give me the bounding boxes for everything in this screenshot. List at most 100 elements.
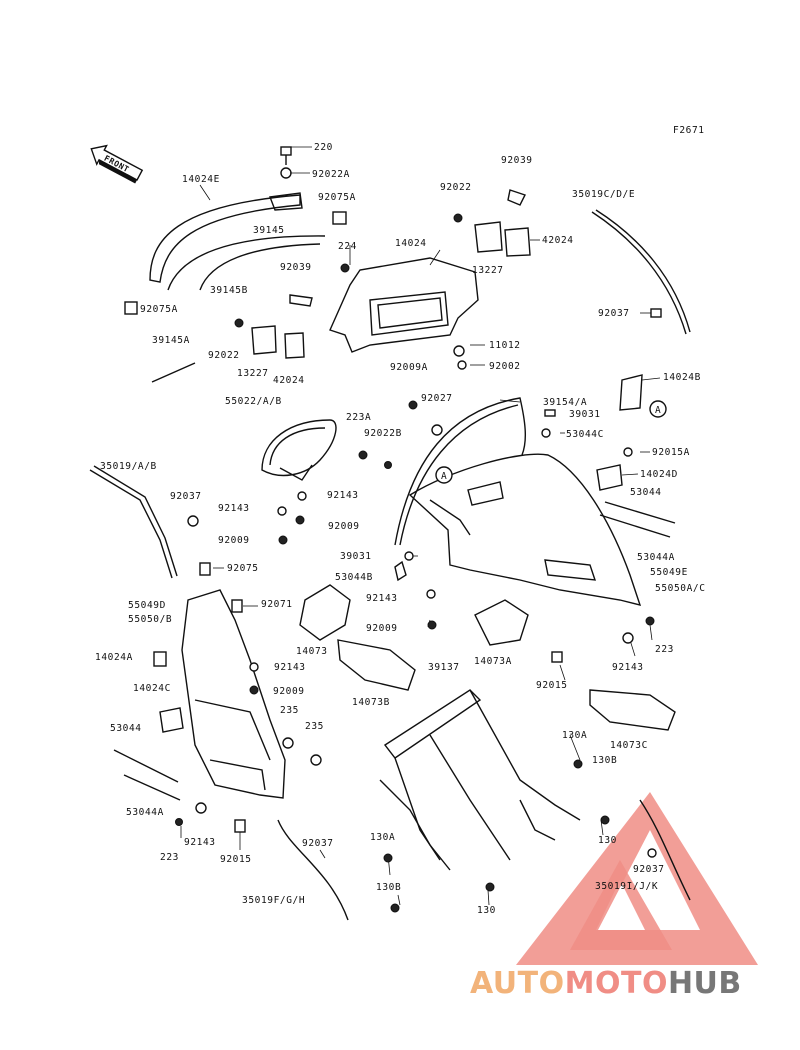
label-92143-6: 92143 bbox=[184, 837, 216, 848]
label-14024: 14024 bbox=[395, 238, 427, 249]
label-53044C: 53044C bbox=[566, 429, 604, 440]
label-92022-2: 92022 bbox=[208, 350, 240, 361]
part-92075A-clip bbox=[124, 301, 138, 315]
watermark-logo: AUTOMOTOHUB bbox=[470, 792, 758, 1001]
part-39145B bbox=[199, 243, 321, 291]
part-35019AB bbox=[89, 469, 173, 579]
mirror-55022 bbox=[261, 419, 337, 481]
front-arrow: FRONT bbox=[90, 144, 144, 184]
label-53044: 53044 bbox=[630, 487, 662, 498]
part-35019IJK bbox=[639, 799, 691, 901]
label-35019IJK: 35019I/J/K bbox=[595, 881, 658, 892]
clip-group-upper bbox=[453, 189, 531, 257]
label-92037-2: 92037 bbox=[170, 491, 202, 502]
label-130B-2: 130B bbox=[376, 882, 401, 893]
label-14073B: 14073B bbox=[352, 697, 390, 708]
bolt-220 bbox=[280, 146, 292, 179]
label-130-2: 130 bbox=[477, 905, 496, 916]
label-39031-2: 39031 bbox=[340, 551, 372, 562]
label-14073A: 14073A bbox=[474, 656, 512, 667]
label-130A: 130A bbox=[562, 730, 587, 741]
label-55050AC: 55050A/C bbox=[655, 583, 706, 594]
label-92143: 92143 bbox=[327, 490, 359, 501]
part-53044 bbox=[113, 749, 179, 783]
label-220: 220 bbox=[314, 142, 333, 153]
label-39154A: 39154/A bbox=[543, 397, 587, 408]
callout-a-1-label: A bbox=[655, 405, 661, 416]
label-11012: 11012 bbox=[489, 340, 521, 351]
lower-left-cowl bbox=[181, 589, 286, 799]
label-55049E: 55049E bbox=[650, 567, 688, 578]
label-92071: 92071 bbox=[261, 599, 293, 610]
callout-a-2-label: A bbox=[441, 471, 447, 482]
duct-14073B bbox=[337, 639, 416, 691]
label-235: 235 bbox=[280, 705, 299, 716]
watermark-triangle bbox=[516, 792, 758, 965]
part-14024C bbox=[159, 707, 184, 733]
label-223: 223 bbox=[655, 644, 674, 655]
label-35019CDE: 35019C/D/E bbox=[572, 189, 635, 200]
label-14024C: 14024C bbox=[133, 683, 171, 694]
label-92037: 92037 bbox=[598, 308, 630, 319]
label-92075: 92075 bbox=[227, 563, 259, 574]
label-92015A: 92015A bbox=[652, 447, 690, 458]
label-130B: 130B bbox=[592, 755, 617, 766]
label-92022B: 92022B bbox=[364, 428, 402, 439]
label-55050B: 55050/B bbox=[128, 614, 172, 625]
label-53044A-2: 53044A bbox=[126, 807, 164, 818]
part-14024A bbox=[153, 651, 167, 667]
part-92071 bbox=[231, 599, 243, 613]
label-14073: 14073 bbox=[296, 646, 328, 657]
part-14024-panel bbox=[329, 257, 479, 353]
label-14024A: 14024A bbox=[95, 652, 133, 663]
watermark-part1: AUTO bbox=[470, 966, 565, 1001]
label-92039-2: 92039 bbox=[280, 262, 312, 273]
part-92075 bbox=[199, 562, 211, 576]
part-53044A bbox=[123, 774, 181, 801]
label-55049D: 55049D bbox=[128, 600, 166, 611]
label-92027: 92027 bbox=[421, 393, 453, 404]
label-92039: 92039 bbox=[501, 155, 533, 166]
watermark-triangle-inner bbox=[570, 860, 672, 950]
part-labels: 220 92022A 14024E 92075A 39145 224 14024… bbox=[95, 142, 706, 916]
label-92143-4: 92143 bbox=[274, 662, 306, 673]
label-39031: 39031 bbox=[569, 409, 601, 420]
label-92015-2: 92015 bbox=[220, 854, 252, 865]
part-14024E bbox=[149, 192, 303, 283]
label-39145: 39145 bbox=[253, 225, 285, 236]
label-92143-5: 92143 bbox=[612, 662, 644, 673]
label-223A: 223A bbox=[346, 412, 371, 423]
clip-group-lower bbox=[234, 294, 313, 359]
part-35019FGH bbox=[277, 819, 349, 921]
label-14024E: 14024E bbox=[182, 174, 220, 185]
part-39145A bbox=[151, 362, 196, 383]
label-92002: 92002 bbox=[489, 361, 521, 372]
label-92009A: 92009A bbox=[390, 362, 428, 373]
label-130: 130 bbox=[598, 835, 617, 846]
label-92022A: 92022A bbox=[312, 169, 350, 180]
figure-code: F2671 bbox=[673, 125, 705, 136]
label-130A-2: 130A bbox=[370, 832, 395, 843]
label-53044B: 53044B bbox=[335, 572, 373, 583]
part-92037-top bbox=[650, 308, 662, 318]
part-92075A-top bbox=[332, 211, 347, 225]
upper-cowl bbox=[408, 453, 642, 606]
label-35019FGH: 35019F/G/H bbox=[242, 895, 305, 906]
callout-a-1: A bbox=[649, 400, 667, 418]
windshield-39154 bbox=[394, 397, 527, 546]
label-53044A: 53044A bbox=[637, 552, 675, 563]
watermark-part2: MOTO bbox=[565, 966, 668, 1001]
label-92143-2: 92143 bbox=[218, 503, 250, 514]
part-53044-right bbox=[604, 501, 676, 524]
duct-14073A bbox=[474, 599, 529, 646]
watermark-text: AUTOMOTOHUB bbox=[470, 966, 742, 1001]
label-13227-2: 13227 bbox=[237, 368, 269, 379]
label-92075A-2: 92075A bbox=[140, 304, 178, 315]
label-92022: 92022 bbox=[440, 182, 472, 193]
label-39145A: 39145A bbox=[152, 335, 190, 346]
label-42024-2: 42024 bbox=[273, 375, 305, 386]
label-35019AB: 35019/A/B bbox=[100, 461, 157, 472]
label-39137: 39137 bbox=[428, 662, 460, 673]
